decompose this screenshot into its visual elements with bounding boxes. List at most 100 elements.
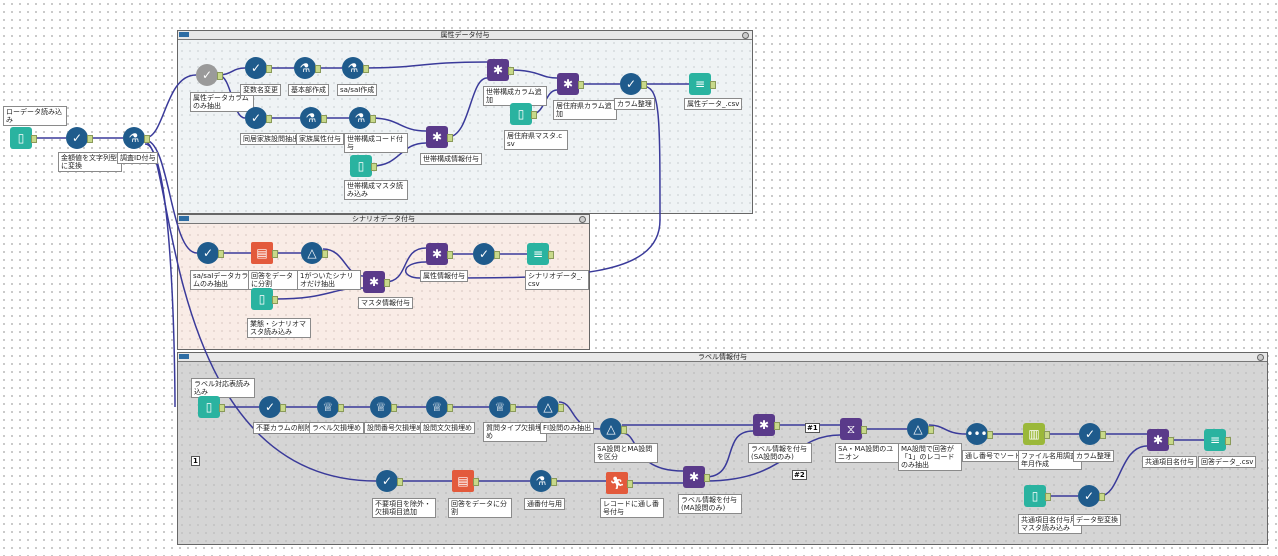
input-data-tool[interactable]: ▯ (350, 155, 377, 177)
node-label: 家族属性付与 (296, 133, 344, 145)
node-label: 共通項目名付与用マスタ読み込み (1018, 514, 1082, 534)
output-data-tool[interactable]: ≡ (1204, 429, 1231, 451)
multi-field-formula-tool[interactable]: ♕ (426, 396, 453, 418)
node-label: レコードに通し番号付与 (600, 498, 664, 518)
node-label: 不要カラムの削除 (253, 422, 315, 434)
join-tool[interactable]: ✱ (363, 271, 390, 293)
collapse-toggle[interactable] (179, 354, 189, 359)
filter-tool[interactable]: △ (907, 418, 934, 440)
node-label: 回答データ_.csv (1198, 456, 1257, 468)
formula-tool[interactable]: ⚗ (300, 107, 327, 129)
node-label: ラベル情報を付与(MA設問のみ) (678, 494, 742, 514)
node-label: MA設問で回答が「1」のレコードのみ抽出 (898, 443, 962, 471)
select-tool[interactable]: ✓ (259, 396, 286, 418)
node-label: 世帯構成情報付与 (420, 153, 482, 165)
node-label: マスタ情報付与 (358, 297, 413, 309)
select-tool[interactable]: ✓ (66, 127, 93, 149)
node-label: 質問タイプ欠損埋め (483, 422, 547, 442)
node-label: カラム整理 (614, 98, 655, 110)
select-tool[interactable]: ✓ (196, 64, 223, 86)
multi-field-formula-tool[interactable]: ♕ (489, 396, 516, 418)
node-label: 属性データカラムのみ抽出 (190, 92, 254, 112)
container-close-icon[interactable] (579, 216, 586, 223)
select-tool[interactable]: ✓ (245, 107, 272, 129)
text-to-columns-tool[interactable]: ▤ (251, 242, 278, 264)
node-label: 共通項目名付与 (1142, 456, 1197, 468)
formula-tool[interactable]: ▥ (1023, 423, 1050, 445)
join-tool[interactable]: ✱ (753, 414, 780, 436)
multi-field-formula-tool[interactable]: ♕ (370, 396, 397, 418)
node-label: FI設問のみ抽出 (540, 422, 595, 434)
node-label: データ型変換 (1073, 514, 1121, 526)
node-label: 変数名変更 (240, 84, 281, 96)
collapse-toggle[interactable] (179, 216, 189, 221)
node-label: SA・MA設問のユニオン (835, 443, 899, 463)
input-data-tool[interactable]: ▯ (510, 103, 537, 125)
node-label: ローデータ読み込み (3, 106, 67, 126)
node-label: 金額値を文字列型に変換 (58, 152, 122, 172)
record-id-tool[interactable]: 🏃︎ (606, 472, 633, 494)
select-tool[interactable]: ✓ (197, 242, 224, 264)
node-label: 世帯構成マスタ読み込み (344, 180, 408, 200)
wire-label: 1 (191, 456, 200, 466)
text-to-columns-tool[interactable]: ▤ (452, 470, 479, 492)
select-tool[interactable]: ✓ (245, 57, 272, 79)
container-title: シナリオデータ付与 (178, 215, 589, 224)
multi-field-formula-tool[interactable]: ♕ (317, 396, 344, 418)
join-tool[interactable]: ✱ (557, 73, 584, 95)
filter-tool[interactable]: △ (600, 418, 627, 440)
node-label: 通し番号でソート (962, 450, 1024, 462)
node-label: シナリオデータ_.csv (525, 270, 589, 290)
sort-tool[interactable]: ••• (966, 423, 993, 445)
node-label: ラベル対応表読み込み (191, 378, 255, 398)
join-tool[interactable]: ✱ (683, 466, 710, 488)
select-tool[interactable]: ✓ (620, 73, 647, 95)
node-label: ラベル情報を付与(SA設問のみ) (748, 443, 812, 463)
node-label: 同居家族設問抽出 (240, 133, 302, 145)
union-tool[interactable]: ⧖ (840, 418, 867, 440)
formula-tool[interactable]: ⚗ (530, 470, 557, 492)
node-label: 基本部作成 (288, 84, 329, 96)
collapse-toggle[interactable] (179, 32, 189, 37)
join-tool[interactable]: ✱ (426, 243, 453, 265)
input-data-tool[interactable]: ▯ (1024, 485, 1051, 507)
node-label: 属性情報付与 (420, 270, 468, 282)
formula-tool[interactable]: ⚗ (123, 127, 150, 149)
output-data-tool[interactable]: ≡ (527, 243, 554, 265)
node-label: カラム整理 (1073, 450, 1114, 462)
node-label: 調査ID付与 (117, 152, 159, 164)
join-tool[interactable]: ✱ (1147, 429, 1174, 451)
node-label: 回答をデータに分割 (448, 498, 512, 518)
select-tool[interactable]: ✓ (473, 243, 500, 265)
node-label: 設問文欠損埋め (420, 422, 475, 434)
formula-tool[interactable]: ⚗ (349, 107, 376, 129)
join-tool[interactable]: ✱ (426, 126, 453, 148)
container-close-icon[interactable] (1257, 354, 1264, 361)
filter-tool[interactable]: △ (301, 242, 328, 264)
container-title: ラベル情報付与 (178, 353, 1267, 362)
select-tool[interactable]: ✓ (1079, 423, 1106, 445)
wire-label: #2 (792, 470, 807, 480)
node-label: 1がついたシナリオだけ抽出 (297, 270, 361, 290)
container-title: 属性データ付与 (178, 31, 752, 40)
join-tool[interactable]: ✱ (487, 59, 514, 81)
node-label: 属性データ_.csv (684, 98, 743, 110)
node-label: sa/saI作成 (337, 84, 378, 96)
select-tool[interactable]: ✓ (1078, 485, 1105, 507)
input-data-tool[interactable]: ▯ (198, 396, 225, 418)
node-label: SA設問とMA設問を区分 (594, 443, 658, 463)
formula-tool[interactable]: ⚗ (342, 57, 369, 79)
input-data-tool[interactable]: ▯ (251, 288, 278, 310)
output-data-tool[interactable]: ≡ (689, 73, 716, 95)
node-label: 通番付与用 (524, 498, 565, 510)
node-label: ラベル欠損埋め (309, 422, 364, 434)
wire-label: #1 (805, 423, 820, 433)
node-label: sa/saIデータカラムのみ抽出 (190, 270, 254, 290)
formula-tool[interactable]: ⚗ (294, 57, 321, 79)
container-close-icon[interactable] (742, 32, 749, 39)
select-tool[interactable]: ✓ (376, 470, 403, 492)
filter-tool[interactable]: △ (537, 396, 564, 418)
node-label: 世帯構成コード付与 (344, 133, 408, 153)
input-data-tool[interactable]: ▯ (10, 127, 37, 149)
node-label: 業態・シナリオマスタ読み込み (247, 318, 311, 338)
